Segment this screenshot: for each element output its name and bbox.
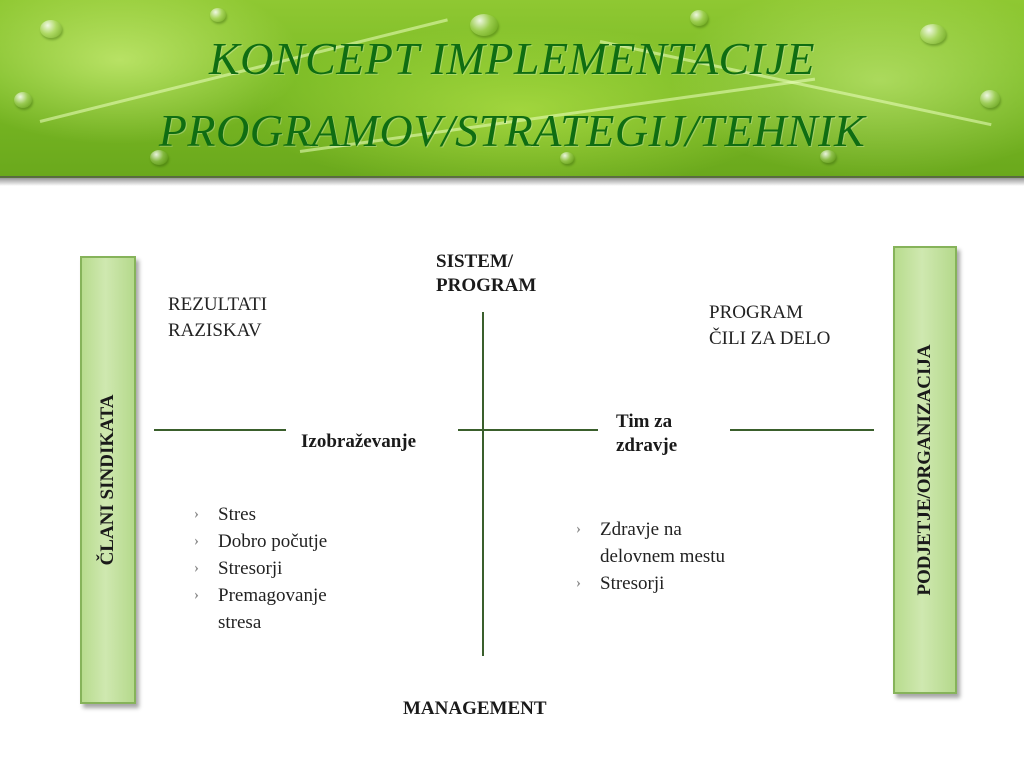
list-item: › Dobro počutje xyxy=(194,528,327,555)
horizontal-axis-segment xyxy=(458,429,598,431)
list-item: › Stres xyxy=(194,501,327,528)
vertical-axis xyxy=(482,312,484,656)
quadrant-top-right-line2: ČILI ZA DELO xyxy=(709,327,831,349)
list-item-text: delovnem mestu xyxy=(600,546,726,567)
list-item-text: Stresorji xyxy=(600,573,665,594)
chevron-right-icon: › xyxy=(194,587,199,603)
list-item-continuation: delovnem mestu xyxy=(576,543,725,570)
list-item-text: Zdravje na xyxy=(600,519,682,540)
chevron-right-icon: › xyxy=(194,506,199,522)
bottom-axis-label: MANAGEMENT xyxy=(403,698,547,719)
quadrant-bottom-right-list: › Zdravje na delovnem mestu › Stresorji xyxy=(576,516,725,597)
water-drop xyxy=(820,150,836,163)
list-item: › Stresorji xyxy=(194,555,327,582)
list-item-text: Dobro počutje xyxy=(218,531,328,552)
water-drop xyxy=(920,24,946,44)
header-shadow xyxy=(0,176,1024,186)
horizontal-axis-segment xyxy=(154,429,286,431)
list-item: › Stresorji xyxy=(576,570,725,597)
quadrant-bottom-left-list: › Stres › Dobro počutje › Stresorji › Premag… xyxy=(194,501,327,636)
quadrant-top-left-line2: RAZISKAV xyxy=(168,319,262,341)
list-item-text: Stresorji xyxy=(218,558,283,579)
left-box-members: ČLANI SINDIKATA xyxy=(80,256,136,704)
list-item: › Premagovanje xyxy=(194,582,327,609)
top-axis-label-line2: PROGRAM xyxy=(436,274,537,296)
right-axis-label-line2: zdravje xyxy=(616,434,678,456)
slide-title-line1: KONCEPT IMPLEMENTACIJE xyxy=(208,33,815,84)
right-box-label: PODJETJE/ORGANIZACIJA xyxy=(914,344,935,596)
top-axis-label-line1: SISTEM/ xyxy=(436,251,514,272)
list-item-text: Stres xyxy=(218,504,256,525)
quadrant-top-right-line1: PROGRAM xyxy=(709,302,803,323)
water-drop xyxy=(560,152,574,164)
top-axis-label: SISTEM/ PROGRAM xyxy=(436,250,536,298)
water-drop xyxy=(210,8,226,22)
water-drop xyxy=(690,10,708,26)
right-axis-label-line1: Tim za xyxy=(616,411,673,432)
list-item-text: Premagovanje xyxy=(218,585,327,606)
left-axis-label: Izobraževanje xyxy=(301,431,417,452)
header-banner: KONCEPT IMPLEMENTACIJE PROGRAMOV/STRATEG… xyxy=(0,0,1024,178)
left-box-label: ČLANI SINDIKATA xyxy=(97,394,118,566)
water-drop xyxy=(470,14,498,36)
water-drop xyxy=(980,90,1000,108)
list-item: › Zdravje na xyxy=(576,516,725,543)
chevron-right-icon: › xyxy=(576,521,581,537)
chevron-right-icon: › xyxy=(194,560,199,576)
water-drop xyxy=(14,92,32,108)
list-item-text: stresa xyxy=(218,612,262,633)
quadrant-top-left-line1: REZULTATI xyxy=(168,294,268,315)
quadrant-top-right-text: PROGRAM ČILI ZA DELO xyxy=(709,300,830,351)
right-box-company: PODJETJE/ORGANIZACIJA xyxy=(893,246,957,694)
chevron-right-icon: › xyxy=(194,533,199,549)
water-drop xyxy=(150,150,168,165)
slide-title-line2: PROGRAMOV/STRATEGIJ/TEHNIK xyxy=(158,105,866,156)
water-drop xyxy=(40,20,62,38)
quadrant-top-left-text: REZULTATI RAZISKAV xyxy=(168,292,267,343)
right-axis-label: Tim za zdravje xyxy=(616,410,677,458)
horizontal-axis-segment xyxy=(730,429,874,431)
chevron-right-icon: › xyxy=(576,575,581,591)
list-item-continuation: stresa xyxy=(194,609,327,636)
